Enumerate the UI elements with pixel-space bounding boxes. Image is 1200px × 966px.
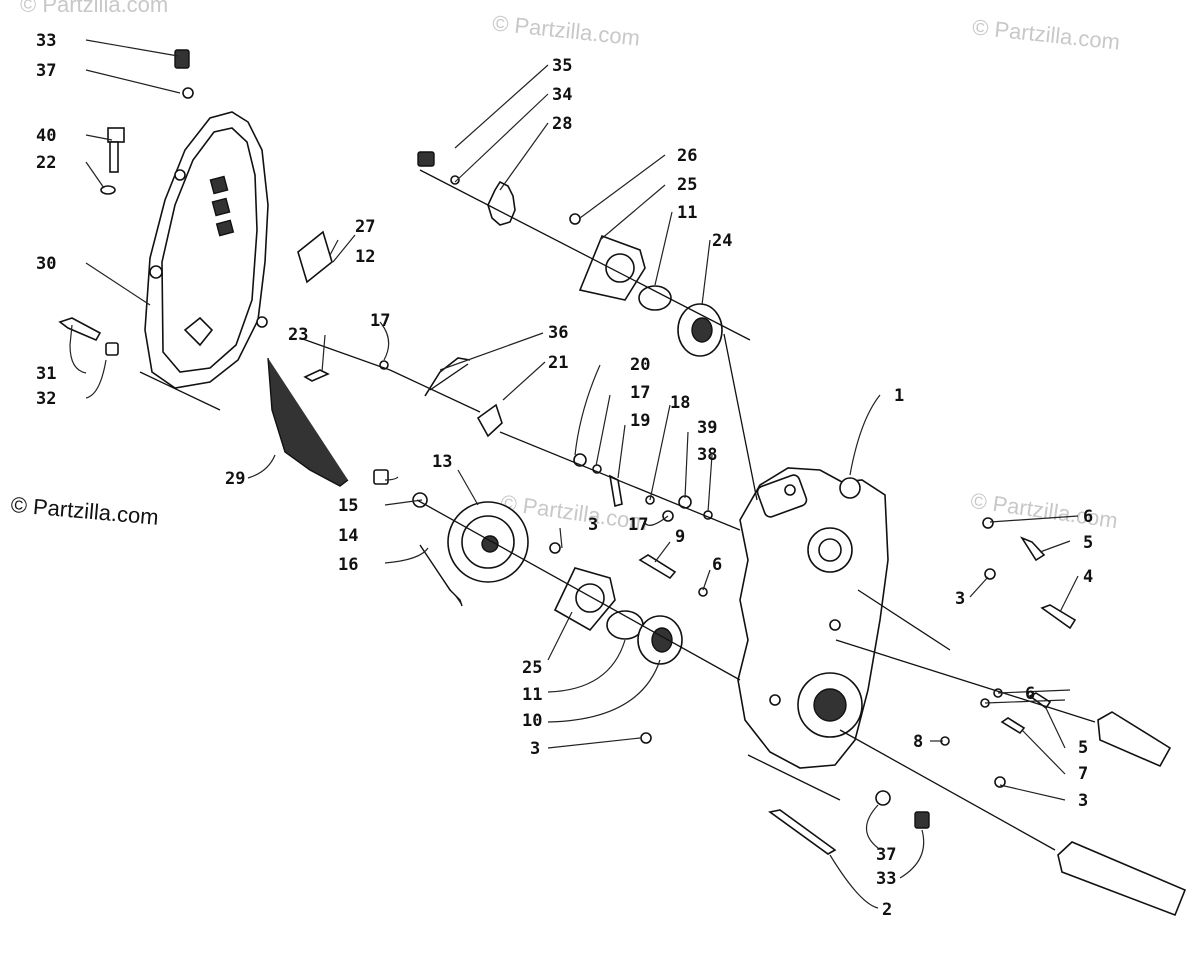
callout-25: 25 (677, 175, 697, 195)
callout-28: 28 (552, 114, 572, 134)
callout-24: 24 (712, 231, 732, 251)
lower-bearing-plate[interactable] (549, 542, 683, 665)
callout-3: 3 (955, 589, 965, 609)
driven-sprocket[interactable] (373, 469, 529, 607)
jackshaft-lower[interactable] (1057, 841, 1187, 917)
callout-10: 10 (522, 711, 542, 731)
callout-39: 39 (697, 418, 717, 438)
callout-35: 35 (552, 56, 572, 76)
jackshaft-upper[interactable] (1097, 711, 1172, 768)
callout-6: 6 (712, 555, 722, 575)
callout-16: 16 (338, 555, 358, 575)
callout-12: 12 (355, 247, 375, 267)
callout-9: 9 (675, 527, 685, 547)
callout-7: 7 (1078, 764, 1088, 784)
callout-3: 3 (530, 739, 540, 759)
chaincase-cover[interactable] (144, 111, 269, 389)
callout-19: 19 (630, 411, 650, 431)
cover-bolt-left[interactable] (58, 317, 119, 356)
chaincase-housing[interactable] (737, 467, 889, 769)
callout-1: 1 (894, 386, 904, 406)
leader-lines (69, 39, 1096, 909)
callout-21: 21 (548, 353, 568, 373)
inspection-plate[interactable] (297, 230, 333, 284)
callout-13: 13 (432, 452, 452, 472)
callout-17: 17 (630, 383, 650, 403)
callout-5: 5 (1078, 738, 1088, 758)
callout-8: 8 (913, 732, 923, 752)
callout-26: 26 (677, 146, 697, 166)
callout-22: 22 (36, 153, 56, 173)
callout-17: 17 (628, 515, 648, 535)
callout-labels: 33 37 40 22 30 31 32 27 12 23 17 36 21 2… (36, 31, 1093, 920)
callout-2: 2 (882, 900, 892, 920)
callout-31: 31 (36, 364, 56, 384)
callout-25: 25 (522, 658, 542, 678)
callout-6: 6 (1083, 507, 1093, 527)
callout-14: 14 (338, 526, 358, 546)
callout-17: 17 (370, 311, 390, 331)
callout-29: 29 (225, 469, 245, 489)
right-hardware[interactable] (768, 517, 1077, 855)
tensioner-assembly[interactable] (267, 357, 503, 487)
callout-30: 30 (36, 254, 56, 274)
callout-15: 15 (338, 496, 358, 516)
callout-4: 4 (1083, 567, 1093, 587)
dipstick[interactable] (100, 127, 125, 195)
upper-bearing-plate[interactable] (569, 213, 723, 357)
callout-37: 37 (36, 61, 56, 81)
callout-20: 20 (630, 355, 650, 375)
callout-5: 5 (1083, 533, 1093, 553)
callout-11: 11 (522, 685, 542, 705)
callout-33: 33 (876, 869, 896, 889)
callout-40: 40 (36, 126, 56, 146)
callout-34: 34 (552, 85, 572, 105)
callout-6: 6 (1025, 684, 1035, 704)
callout-11: 11 (677, 203, 697, 223)
callout-18: 18 (670, 393, 690, 413)
watermark-top-left: © Partzilla.com (20, 0, 169, 17)
callout-23: 23 (288, 325, 308, 345)
callout-37: 37 (876, 845, 896, 865)
callout-3: 3 (588, 515, 598, 535)
cover-bolt-top[interactable] (174, 49, 194, 99)
callout-33: 33 (36, 31, 56, 51)
callout-36: 36 (548, 323, 568, 343)
callout-38: 38 (697, 445, 717, 465)
callout-27: 27 (355, 217, 375, 237)
callout-32: 32 (36, 389, 56, 409)
callout-3: 3 (1078, 791, 1088, 811)
